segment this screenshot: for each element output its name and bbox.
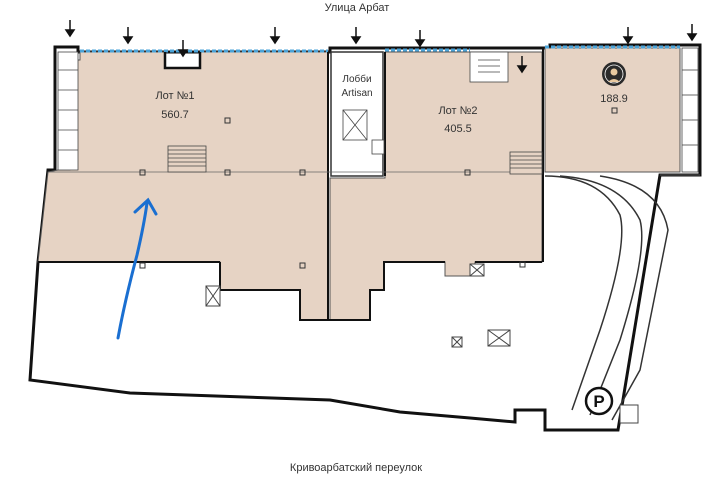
lobby-label-2: Artisan bbox=[341, 88, 372, 99]
arrow-down-icon bbox=[64, 20, 76, 38]
coffee-logo-icon bbox=[602, 62, 626, 86]
columns bbox=[139, 107, 618, 269]
arrow-down-icon bbox=[122, 27, 134, 45]
arrow-down-icon bbox=[269, 27, 281, 45]
street-bottom-label: Кривоарбатский переулок bbox=[290, 462, 422, 474]
stairs-lot1 bbox=[167, 145, 207, 173]
lot-2-area-value: 405.5 bbox=[444, 123, 472, 135]
blue-direction-arrow bbox=[116, 197, 158, 340]
shafts bbox=[205, 263, 639, 424]
lobby-stairs bbox=[342, 109, 385, 155]
arrow-down-icon bbox=[622, 27, 634, 45]
lot-1-area-value: 560.7 bbox=[161, 109, 189, 121]
arrow-down-icon bbox=[177, 40, 189, 58]
lot-3-area-value: 188.9 bbox=[600, 93, 628, 105]
stairs-left bbox=[57, 51, 79, 171]
parking-ramp bbox=[544, 174, 700, 421]
stairs-lot2-top bbox=[469, 51, 509, 83]
street-top-label: Улица Арбат bbox=[325, 2, 390, 14]
lot-1-name: Лот №1 bbox=[155, 90, 194, 102]
parking-symbol: P bbox=[593, 392, 604, 411]
arrow-down-icon bbox=[350, 27, 362, 45]
lot-2-name: Лот №2 bbox=[438, 105, 477, 117]
stairs-lot2 bbox=[509, 151, 543, 175]
stairs-right bbox=[681, 47, 699, 173]
parking-icon: P bbox=[584, 386, 614, 416]
lobby-label-1: Лобби bbox=[342, 73, 371, 85]
arrow-down-icon bbox=[686, 24, 698, 42]
arrow-down-icon bbox=[516, 56, 528, 74]
arrow-down-icon bbox=[414, 30, 426, 48]
entrance-arrows bbox=[64, 20, 698, 74]
